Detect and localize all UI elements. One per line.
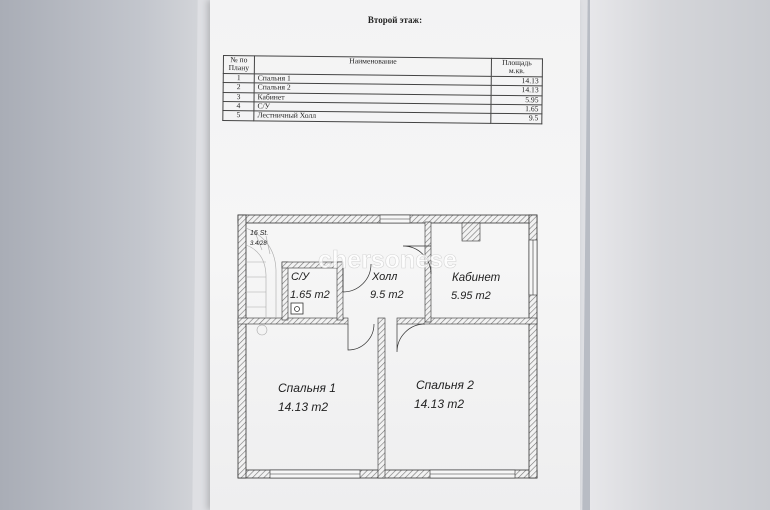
staircase	[245, 227, 277, 336]
chimney	[461, 222, 481, 242]
room-label-area: 1.65 m2	[290, 289, 330, 301]
document-page: Второй этаж: № по Плану Наименование Пло…	[210, 0, 580, 510]
stair-dimension: 3.4/28	[250, 241, 267, 247]
room-label-area: 5.95 m2	[451, 290, 491, 302]
room-label-area: 14.13 m2	[414, 397, 464, 411]
room-label-area: 14.13 m2	[278, 400, 328, 414]
photo-background-right	[590, 0, 770, 510]
room-label-name: Спальня 2	[416, 378, 474, 392]
room-label-name: С/У	[291, 271, 310, 283]
room-label-area: 9.5 m2	[370, 289, 404, 301]
room-label-name: Кабинет	[452, 272, 501, 284]
toilet-fixture	[290, 302, 304, 315]
doors	[342, 245, 432, 353]
page-title: Второй этаж:	[367, 15, 423, 25]
stair-label: 16 St.	[250, 230, 268, 237]
photo-background-left	[0, 0, 205, 510]
room-label-name: Спальня 1	[278, 381, 336, 395]
windows	[269, 214, 538, 479]
room-label-name: Холл	[371, 271, 397, 283]
watermark: chersonese	[318, 246, 457, 274]
